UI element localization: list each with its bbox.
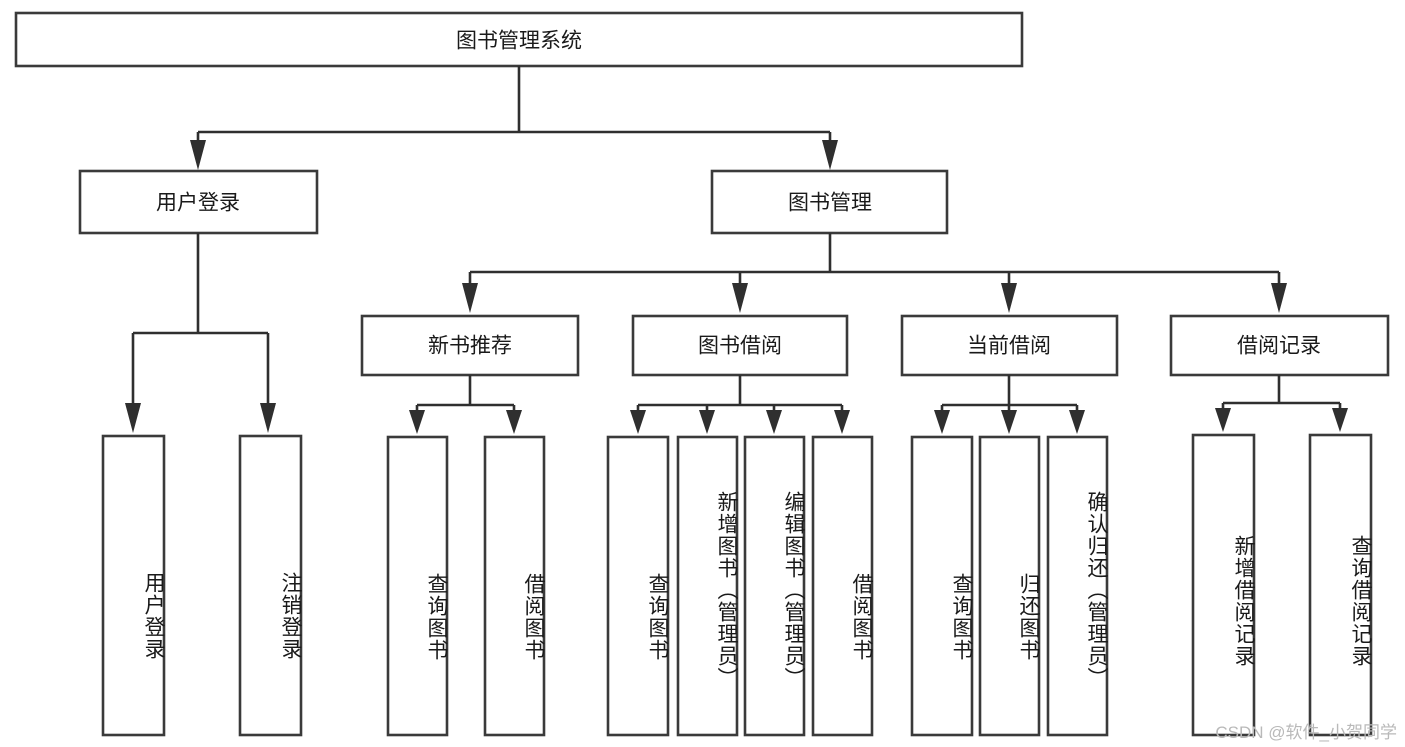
leaf-node[interactable] — [101, 434, 166, 737]
leaf-node[interactable] — [910, 435, 974, 737]
leaf-box-borrow-book-1 — [483, 435, 546, 737]
connector-currentborrow-to-leaves — [934, 375, 1085, 434]
leaf-box-query-book-3 — [910, 435, 974, 737]
leaf-box-confirm-return-admin — [1046, 435, 1109, 737]
connector-bookborrow-to-leaves — [630, 375, 850, 434]
leaf-box-add-borrow-record — [1191, 433, 1256, 737]
leaf-node[interactable] — [238, 434, 303, 737]
node-root[interactable]: 图书管理系统 — [14, 11, 1024, 68]
current-borrow-label: 当前借阅 — [967, 335, 1051, 358]
current-borrow-box-rect — [900, 314, 1119, 377]
leaf-node[interactable] — [743, 435, 806, 737]
leaf-node[interactable] — [1191, 433, 1256, 737]
new-book-recommend-box-rect — [360, 314, 580, 377]
node-current-borrow[interactable]: 当前借阅 — [900, 314, 1119, 377]
leaf-box-edit-book-admin — [743, 435, 806, 737]
node-borrow-record[interactable]: 借阅记录 — [1169, 314, 1390, 377]
leaf-box-query-book-1 — [386, 435, 449, 737]
leaf-node[interactable] — [1046, 435, 1109, 737]
connector-bookmgmt-to-level2 — [462, 233, 1287, 313]
leaf-box-return-book — [978, 435, 1041, 737]
node-new-book-recommend[interactable]: 新书推荐 — [360, 314, 580, 377]
leaf-node[interactable] — [1308, 433, 1373, 737]
leaf-box-user-login — [101, 434, 166, 737]
leaf-node[interactable] — [606, 435, 670, 737]
user-login-label: 用户登录 — [156, 192, 240, 215]
leaf-node[interactable] — [386, 435, 449, 737]
node-user-login[interactable]: 用户登录 — [78, 169, 319, 235]
leaf-box-logout — [238, 434, 303, 737]
node-book-management[interactable]: 图书管理 — [710, 169, 949, 235]
leaf-node[interactable] — [811, 435, 874, 737]
leaf-box-query-book-2 — [606, 435, 670, 737]
root-box-rect — [14, 11, 1024, 68]
connector-root-to-level1 — [190, 66, 838, 170]
book-borrow-label: 图书借阅 — [698, 335, 782, 358]
connector-borrowrecord-to-leaves — [1215, 375, 1348, 432]
user-login-box-rect — [78, 169, 319, 235]
book-management-label: 图书管理 — [788, 192, 872, 215]
connector-newbook-to-leaves — [409, 375, 522, 434]
connector-userlogin-to-leaves — [125, 233, 276, 433]
root-label: 图书管理系统 — [456, 30, 582, 53]
leaf-box-query-borrow-record — [1308, 433, 1373, 737]
leaf-box-add-book-admin — [676, 435, 739, 737]
leaf-node[interactable] — [978, 435, 1041, 737]
node-book-borrow[interactable]: 图书借阅 — [631, 314, 849, 377]
borrow-record-label: 借阅记录 — [1237, 335, 1321, 358]
new-book-recommend-label: 新书推荐 — [428, 335, 512, 358]
leaf-node[interactable] — [676, 435, 739, 737]
leaf-node[interactable] — [483, 435, 546, 737]
leaf-box-borrow-book-2 — [811, 435, 874, 737]
